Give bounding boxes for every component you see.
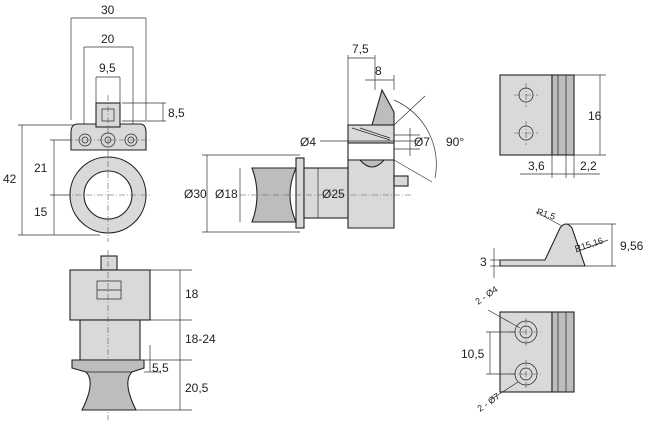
dim-15: 15 [34, 205, 48, 219]
dim-18: 18 [185, 287, 199, 301]
dim-21: 21 [34, 161, 48, 175]
bottom-view: 18 18-24 5,5 20,5 [69, 250, 216, 420]
front-view: 30 20 9,5 8,5 42 21 15 [3, 3, 185, 242]
dim-3: 3 [480, 255, 487, 269]
section-view: 7,5 8 Ø4 Ø7 90° Ø30 [184, 42, 464, 233]
dim-20: 20 [101, 32, 115, 46]
strike-plate-view: 16 3,6 2,2 [499, 74, 606, 178]
dim-2-2: 2,2 [580, 159, 597, 173]
dim-30: 30 [101, 3, 115, 17]
profile-view: 3 9,56 R1,5 R15,16 [480, 206, 644, 278]
dim-angle-90: 90° [446, 135, 464, 149]
dim-18-24: 18-24 [185, 332, 216, 346]
dim-8: 8 [375, 64, 382, 78]
dim-d25: Ø25 [322, 187, 345, 201]
dim-42: 42 [3, 172, 17, 186]
dim-2-d4: 2 - Ø4 [473, 284, 499, 307]
dim-d7: Ø7 [414, 135, 430, 149]
dim-d4: Ø4 [300, 135, 316, 149]
dim-2-d7: 2 - Ø7 [475, 391, 501, 414]
dim-r1-5: R1,5 [535, 206, 556, 221]
dim-5-5: 5,5 [152, 361, 169, 375]
dim-8-5: 8,5 [168, 106, 185, 120]
dim-d18: Ø18 [215, 187, 238, 201]
dim-r15-16: R15,16 [574, 235, 605, 253]
dim-10-5: 10,5 [461, 347, 485, 361]
dim-9-5: 9,5 [99, 61, 116, 75]
dim-d30: Ø30 [184, 187, 207, 201]
dim-9-56: 9,56 [620, 239, 644, 253]
dim-16: 16 [588, 109, 602, 123]
dim-20-5: 20,5 [185, 381, 209, 395]
dim-3-6: 3,6 [528, 159, 545, 173]
dim-7-5: 7,5 [352, 42, 369, 56]
holes-view: 10,5 2 - Ø4 2 - Ø7 [461, 284, 575, 414]
